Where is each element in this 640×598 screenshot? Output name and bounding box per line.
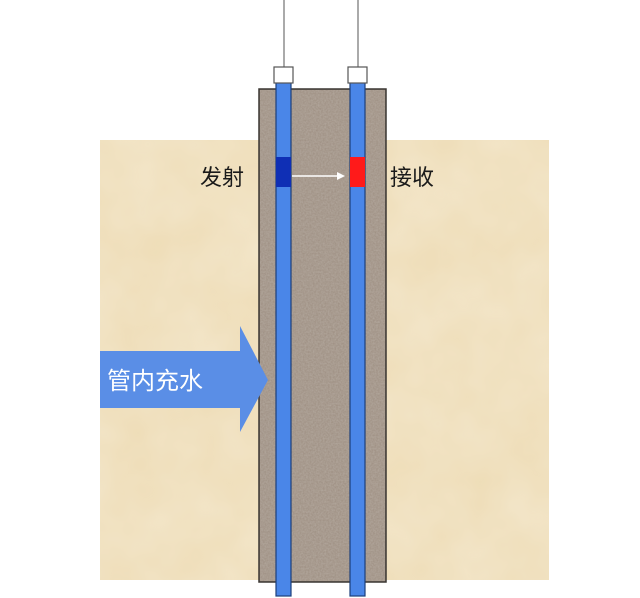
transmit-label: 发射 <box>200 166 244 191</box>
water-fill-arrow-icon <box>100 326 268 432</box>
right-sonic-tube <box>347 66 368 597</box>
water-fill-label: 管内充水 <box>107 367 203 395</box>
signal-arrow-icon <box>292 172 345 180</box>
receive-label: 接收 <box>390 166 434 191</box>
transmitter-probe-icon <box>276 157 291 187</box>
right-tube-cap <box>347 66 368 84</box>
left-sonic-tube <box>273 66 294 597</box>
left-tube-cap <box>273 66 294 84</box>
receiver-probe-icon <box>350 157 365 187</box>
